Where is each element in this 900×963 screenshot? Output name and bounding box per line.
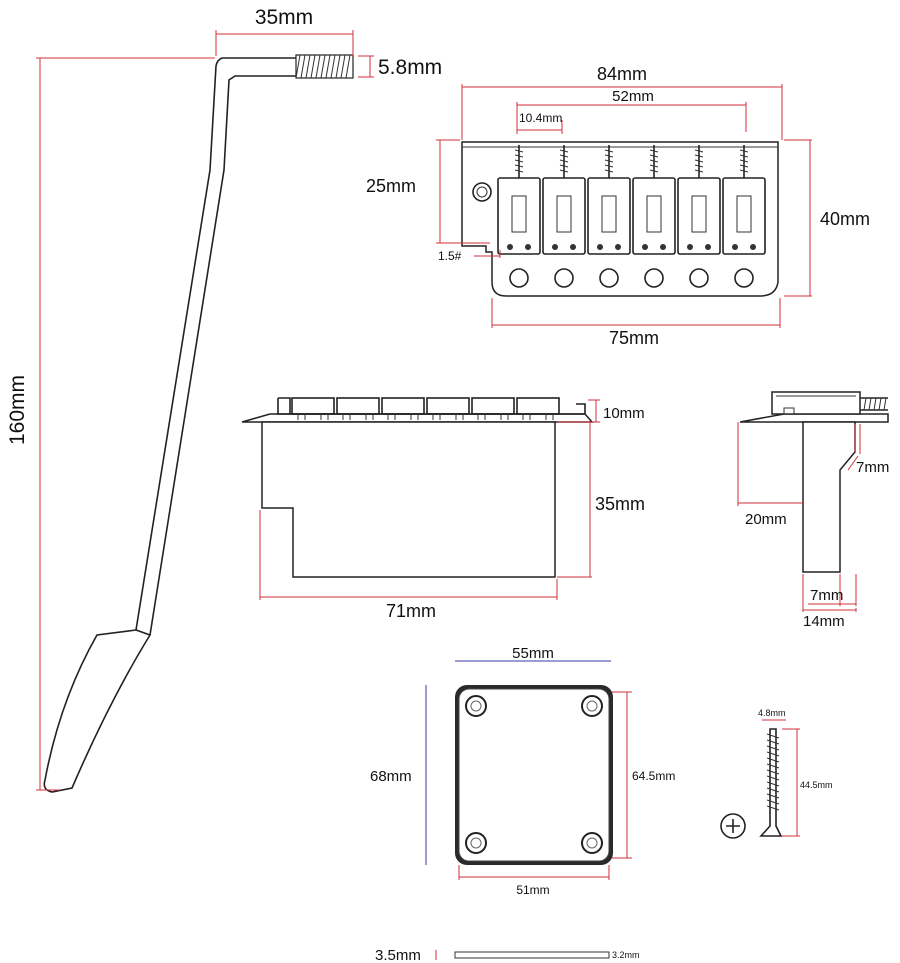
hex-key-label: 1.5# [438, 249, 462, 263]
saddle-height-label: 10mm [603, 405, 645, 422]
string-holes [509, 268, 754, 288]
string-spacing-label: 10.4mm [519, 111, 562, 125]
block-depth-label: 35mm [595, 494, 645, 514]
side-sustain-block [802, 421, 856, 573]
block-width-label: 71mm [386, 601, 436, 621]
bridge-width-label: 84mm [597, 64, 647, 84]
plate-screw-holes [465, 695, 603, 854]
tremolo-arm: 160mm 35mm 5.8mm [6, 6, 442, 793]
base-width-label: 75mm [609, 328, 659, 348]
bridge-front-view: 10mm 35mm 71mm [241, 397, 645, 621]
screw-length-label: 44.5mm [800, 780, 833, 790]
front-saddles [291, 397, 560, 420]
arm-thread [295, 54, 354, 79]
bridge-top-view: 84mm 52mm 10.4mm 25mm 1.5# 40mm 75mm [366, 64, 870, 348]
bridge-side-view: 20mm 7mm 7mm 14mm [737, 391, 889, 630]
screw-head-icon [720, 813, 746, 839]
screw: 4.8mm 44.5mm [720, 708, 833, 839]
front-sustain-block [261, 421, 556, 578]
plate-depth-label: 40mm [820, 209, 870, 229]
arm-tip [43, 629, 152, 793]
back-plate: 55mm 68mm 64.5mm 51mm [370, 645, 675, 897]
plate-hole-span-horizontal-label: 51mm [516, 883, 549, 897]
spring-right-label: 3.2mm [612, 950, 640, 960]
arm-thread-diameter-label: 5.8mm [378, 56, 442, 79]
block-offset-label: 20mm [745, 511, 787, 528]
saddle-depth-label: 25mm [366, 176, 416, 196]
outer-string-spacing-label: 52mm [612, 88, 654, 105]
screw-diameter-label: 4.8mm [758, 708, 786, 718]
block-bottom-outer-label: 14mm [803, 613, 845, 630]
arm-bend-width-label: 35mm [255, 6, 313, 29]
saddle-row [497, 145, 766, 255]
spring-left-label: 3.5mm [375, 947, 421, 963]
plate-width-label: 55mm [512, 645, 554, 662]
block-bottom-inner-label: 7mm [810, 587, 843, 604]
arm-length-label: 160mm [6, 375, 29, 445]
arm-socket-label: 7mm [856, 459, 889, 476]
plate-hole-span-vertical-label: 64.5mm [632, 769, 675, 783]
spring: 3.5mm 3.2mm [375, 947, 640, 963]
plate-height-label: 68mm [370, 768, 412, 785]
